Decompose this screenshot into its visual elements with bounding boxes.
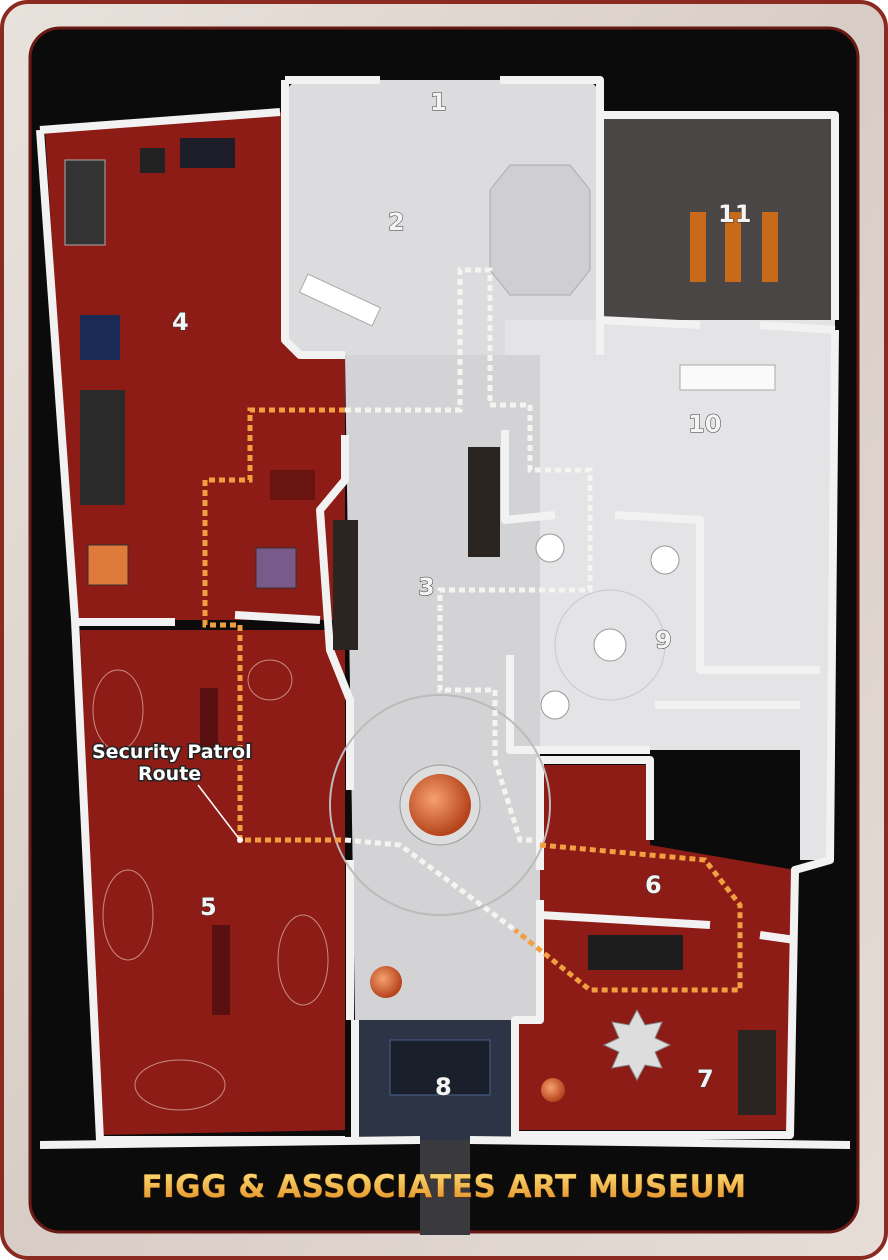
holo-statue: [92, 669, 144, 751]
display-wall: [333, 520, 358, 650]
security-console: [389, 1039, 491, 1096]
round-table: [593, 628, 627, 662]
round-table: [650, 545, 680, 575]
entrance-corridor: [420, 1140, 470, 1235]
sofa: [270, 470, 315, 500]
counter: [679, 364, 776, 391]
painting-exhibit: [255, 547, 297, 589]
patrol-route-white-center: [344, 837, 517, 933]
room-label-11: 11: [718, 200, 751, 228]
room-label-10: 10: [688, 410, 721, 438]
patrol-route-callout-line2: Route: [138, 763, 201, 785]
exhibits: [64, 138, 778, 1115]
planet-sculpture-core: [409, 774, 471, 836]
display-case: [738, 1030, 776, 1115]
patrol-route-white-center: [345, 267, 593, 843]
rotunda-ring: [329, 694, 551, 916]
planet-exhibit: [370, 966, 402, 998]
holo-statue: [134, 1059, 226, 1111]
room-label-3: 3: [418, 573, 435, 601]
round-table: [535, 533, 565, 563]
room-label-1: 1: [430, 88, 447, 116]
map-title: FIGG & ASSOCIATES ART MUSEUM: [141, 1169, 746, 1205]
security-patrol-route: [197, 267, 743, 993]
reception-desk: [298, 273, 382, 327]
display-case: [140, 148, 165, 173]
bench: [212, 925, 230, 1015]
holo-statue: [102, 869, 154, 961]
room-label-8: 8: [435, 1073, 452, 1101]
patrol-route-orange-right: [513, 842, 743, 993]
display-wall: [468, 447, 500, 557]
painting-exhibit: [80, 315, 120, 360]
room-label-2: 2: [388, 208, 405, 236]
statue-exhibit: [80, 390, 125, 505]
room-label-7: 7: [697, 1065, 714, 1093]
gaming-table: [690, 212, 706, 282]
bench: [200, 688, 218, 748]
gaming-table: [762, 212, 778, 282]
gaming-table: [725, 212, 741, 282]
starburst-sculpture: [602, 1008, 672, 1082]
painting-exhibit: [87, 544, 129, 586]
statue-pedestal: [489, 164, 591, 296]
room-5-floor: [80, 630, 345, 1135]
room-11-floor: [600, 115, 835, 320]
patrol-route-orange-left: [202, 407, 345, 843]
room-label-4: 4: [172, 308, 189, 336]
room-label-5: 5: [200, 893, 217, 921]
holo-statue: [247, 659, 293, 701]
room-label-6: 6: [645, 871, 662, 899]
painting-exhibit: [64, 159, 106, 246]
walls: [36, 76, 851, 1149]
round-table: [540, 690, 570, 720]
patrol-route-callout-line1: Security Patrol: [92, 741, 252, 763]
cafe-ring: [554, 589, 666, 701]
room-label-9: 9: [655, 626, 672, 654]
display-case: [180, 138, 235, 168]
holo-statue: [277, 914, 329, 1006]
callout-leader: [197, 784, 241, 841]
display-case: [588, 935, 683, 970]
room-9-10-floor: [505, 320, 835, 860]
planet-exhibit: [541, 1078, 565, 1102]
